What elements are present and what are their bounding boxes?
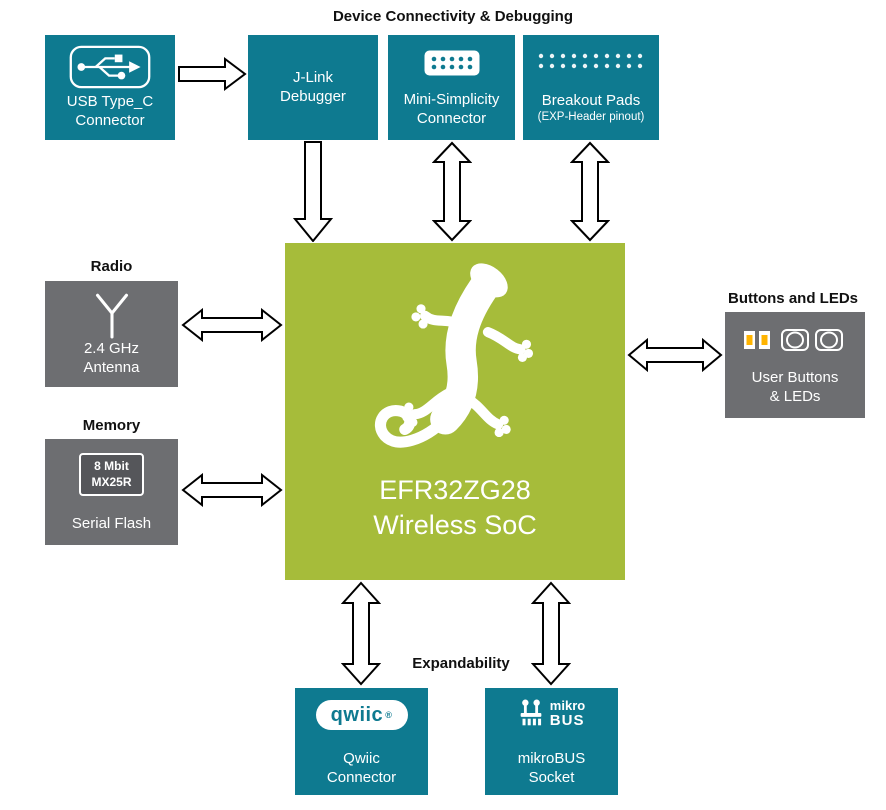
node-usb-connector: USB Type_C Connector — [45, 35, 175, 140]
node-jlink-debugger: J-Link Debugger — [248, 35, 378, 140]
user-buttons-label-line2: & LEDs — [769, 387, 821, 405]
breakout-pads-label-line1: Breakout Pads — [541, 91, 641, 109]
mini-simplicity-label-line2: Connector — [416, 109, 487, 127]
jlink-label-line1: J-Link — [292, 69, 333, 87]
section-label-memory: Memory — [82, 417, 141, 434]
usb-label: USB Type_C Connector — [67, 93, 153, 130]
user-buttons-label: User Buttons & LEDs — [752, 369, 839, 406]
node-mikrobus-socket: mikro BUS mikroBUS Socket — [485, 688, 618, 795]
antenna-label-line1: 2.4 GHz — [83, 340, 139, 358]
node-user-buttons-leds: User Buttons & LEDs — [725, 312, 865, 418]
node-breakout-pads: Breakout Pads (EXP-Header pinout) — [523, 35, 659, 140]
section-label-connectivity: Device Connectivity & Debugging — [332, 8, 574, 25]
gecko-logo-icon — [374, 263, 533, 448]
node-serial-flash: 8 Mbit MX25R Serial Flash — [45, 439, 178, 545]
antenna-label-line2: Antenna — [83, 358, 140, 376]
mikrobus-logo: mikro BUS — [518, 698, 585, 730]
antenna-icon — [95, 293, 128, 339]
breakout-pads-label-line2: (EXP-Header pinout) — [537, 110, 645, 123]
jlink-label-line2: Debugger — [280, 87, 346, 105]
arrow-jlink-to-soc — [293, 141, 333, 242]
arrow-breakout-soc — [570, 141, 610, 242]
soc-label: EFR32ZG28 Wireless SoC — [373, 473, 537, 543]
arrow-antenna-soc — [181, 308, 283, 342]
usb-icon — [69, 45, 151, 89]
breakout-pads-icon — [538, 53, 643, 69]
usb-label-line2: Connector — [75, 111, 145, 129]
mikrobus-label: mikroBUS Socket — [518, 750, 586, 787]
soc-label-line1: EFR32ZG28 — [379, 475, 531, 505]
breakout-pads-label: Breakout Pads (EXP-Header pinout) — [538, 92, 645, 124]
mikrobus-label-line2: Socket — [528, 768, 575, 786]
mikrobus-logo-line1: mikro — [549, 698, 586, 714]
mikrobus-socket-icon — [520, 699, 542, 726]
mikrobus-logo-text: mikro BUS — [550, 699, 585, 728]
arrow-usb-to-jlink — [178, 57, 247, 91]
antenna-label: 2.4 GHz Antenna — [84, 340, 140, 377]
serial-flash-label: Serial Flash — [72, 515, 151, 533]
user-buttons-label-line1: User Buttons — [751, 369, 839, 387]
mikrobus-logo-line2: BUS — [549, 711, 585, 729]
node-antenna: 2.4 GHz Antenna — [45, 281, 178, 387]
node-mini-simplicity: Mini-Simplicity Connector — [388, 35, 515, 140]
qwiic-logo-text: qwiic — [330, 703, 384, 726]
qwiic-logo: qwiic® — [315, 700, 408, 730]
arrow-soc-buttons — [627, 338, 723, 372]
qwiic-label: Qwiic Connector — [327, 750, 396, 787]
usb-label-line1: USB Type_C — [66, 93, 154, 111]
node-qwiic-connector: qwiic® Qwiic Connector — [295, 688, 428, 795]
arrow-soc-mikrobus — [531, 581, 571, 686]
arrow-flash-soc — [181, 473, 283, 507]
qwiic-label-line2: Connector — [326, 768, 397, 786]
section-label-radio: Radio — [90, 258, 133, 275]
mini-simplicity-label-line1: Mini-Simplicity — [403, 91, 500, 109]
flash-chip-icon: 8 Mbit MX25R — [79, 453, 144, 497]
arrow-soc-qwiic — [341, 581, 381, 686]
jlink-label: J-Link Debugger — [280, 69, 346, 106]
qwiic-registered-mark: ® — [385, 710, 393, 720]
node-soc: EFR32ZG28 Wireless SoC — [285, 243, 625, 580]
section-label-expandability: Expandability — [412, 655, 510, 672]
mini-simplicity-connector-icon — [424, 50, 479, 76]
mini-simplicity-label: Mini-Simplicity Connector — [404, 91, 500, 128]
flash-chip-line2: MX25R — [91, 474, 132, 489]
flash-chip-line1: 8 Mbit — [94, 459, 129, 473]
section-label-buttons-leds: Buttons and LEDs — [728, 290, 858, 307]
buttons-leds-icon — [744, 329, 843, 351]
serial-flash-label-line1: Serial Flash — [71, 514, 152, 532]
arrow-mini-simplicity-soc — [432, 141, 472, 242]
mikrobus-label-line1: mikroBUS — [517, 750, 586, 768]
soc-label-line2: Wireless SoC — [373, 510, 537, 541]
qwiic-label-line1: Qwiic — [343, 750, 380, 768]
